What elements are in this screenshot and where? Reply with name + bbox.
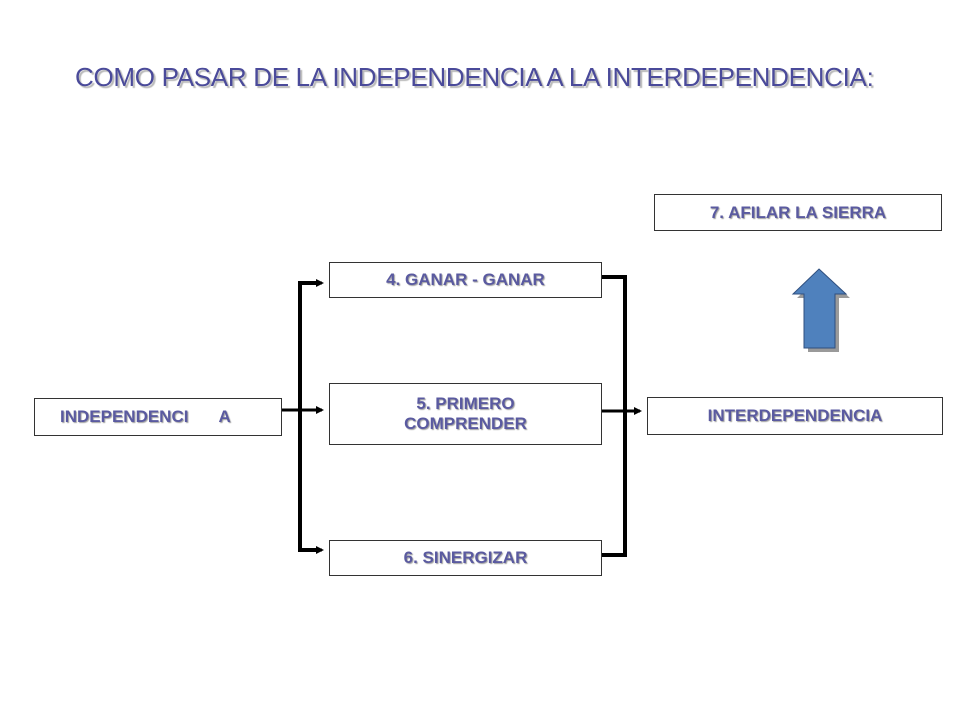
independence-box: INDEPENDENCI A — [34, 398, 282, 436]
sinergizar-box: 6. SINERGIZAR — [329, 540, 602, 576]
connector-left-bracket — [298, 281, 320, 552]
afilar-sierra-label: 7. AFILAR LA SIERRA — [709, 202, 887, 222]
interdependence-label: INTERDEPENDENCIA — [707, 406, 883, 425]
afilar-sierra-box: 7. AFILAR LA SIERRA — [654, 194, 942, 231]
sinergizar-label: 6. SINERGIZAR — [403, 548, 528, 567]
page-title: COMO PASAR DE LA INDEPENDENCIA A LA INTE… — [75, 62, 874, 92]
primero-comprender-box: 5. PRIMERO COMPRENDER — [329, 383, 602, 445]
connector-right-bracket — [602, 275, 627, 557]
ganar-ganar-label: 4. GANAR - GANAR — [386, 270, 545, 289]
ganar-ganar-box: 4. GANAR - GANAR — [329, 262, 602, 298]
independence-label-part1: INDEPENDENCI — [60, 407, 189, 426]
up-arrow-icon — [791, 268, 848, 349]
interdependence-box: INTERDEPENDENCIA — [647, 397, 943, 435]
independence-label-part2: A — [218, 407, 231, 426]
primero-comprender-label-line1: 5. PRIMERO — [416, 394, 515, 413]
primero-comprender-label-line2: COMPRENDER — [404, 414, 527, 433]
